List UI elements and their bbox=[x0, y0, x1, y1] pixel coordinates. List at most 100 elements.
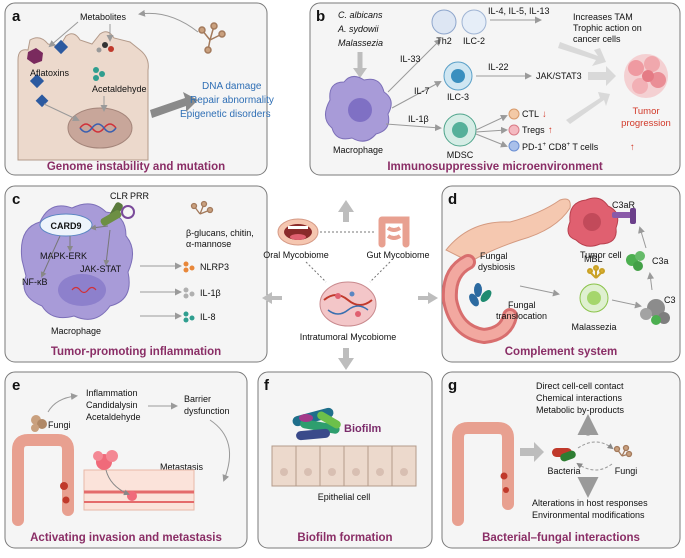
hub-right-arrow bbox=[418, 292, 438, 304]
interaction-direct-contact: Direct cell-cell contact bbox=[536, 381, 624, 391]
pd1-dot-icon bbox=[508, 140, 520, 152]
hub-down-arrow bbox=[338, 348, 354, 370]
hub-left-arrow bbox=[262, 292, 282, 304]
metabolites-to-aflatoxin-arrow bbox=[48, 21, 79, 48]
ctl-arrow bbox=[475, 114, 508, 131]
ligands-line-1: β-glucans, chitin, bbox=[186, 228, 254, 238]
colon-tumor-icon bbox=[60, 482, 70, 504]
oral-tumor-dash bbox=[305, 261, 327, 283]
tam-line-3: cancer cells bbox=[573, 34, 621, 44]
jakstat-label: JAK/STAT3 bbox=[536, 71, 582, 81]
outcome-epigenetic-disorders: Epigenetic disorders bbox=[180, 109, 271, 120]
interaction-metabolic: Metabolic by-products bbox=[536, 405, 625, 415]
tumor-cluster-icon bbox=[624, 54, 668, 98]
pd1-up-arrow: ↑ bbox=[630, 142, 635, 153]
panel-g: g Direct cell-cell contact Chemical inte… bbox=[441, 371, 681, 549]
gut-icon bbox=[378, 216, 410, 248]
panel-b-frame bbox=[309, 2, 681, 176]
fungus-c-albicans: C. albicans bbox=[338, 10, 383, 20]
tumor-progression-line-2: progression bbox=[621, 118, 671, 129]
il1b-dots-icon bbox=[183, 287, 195, 299]
panel-b-letter: b bbox=[316, 8, 325, 25]
macrophage-nucleus bbox=[348, 98, 372, 122]
translocation-line-2: translocation bbox=[496, 311, 547, 321]
tumor-progression-line-1: Tumor bbox=[632, 106, 659, 117]
interaction-chemical: Chemical interactions bbox=[536, 393, 623, 403]
colon-g-tumor-icon bbox=[500, 472, 509, 493]
ilc2-cell bbox=[461, 9, 487, 35]
c3a-to-receptor-arrow bbox=[638, 226, 647, 249]
mapk-label: MAPK-ERK bbox=[40, 251, 87, 261]
dysbiosis-line-2: dysbiosis bbox=[478, 262, 516, 272]
il1b-arrow bbox=[385, 123, 442, 132]
fungi-e-icon bbox=[31, 415, 47, 432]
metastasis-label: Metastasis bbox=[160, 462, 204, 472]
ctl-label: CTL bbox=[522, 109, 539, 119]
pd1-label: PD-1+ CD8+ T cells bbox=[522, 142, 599, 152]
alteration-environment: Environmental modifications bbox=[532, 510, 645, 520]
panel-e: e Fungi Inflammation Candidalysin Acetal… bbox=[4, 371, 248, 549]
dna-icon-c bbox=[71, 286, 97, 294]
c3a-label: C3a bbox=[652, 256, 669, 266]
factor-candidalysin: Candidalysin bbox=[86, 400, 138, 410]
mdsc-nucleus bbox=[452, 122, 468, 138]
panel-g-letter: g bbox=[448, 377, 457, 394]
pancreas-shape bbox=[445, 198, 571, 263]
fungi-g-label: Fungi bbox=[615, 466, 638, 476]
factor-inflammation: Inflammation bbox=[86, 388, 138, 398]
malassezia-to-c3-arrow bbox=[611, 299, 642, 309]
ilc3-label: ILC-3 bbox=[447, 92, 469, 102]
panel-f: f Biofilm Epithelial cell Biofilm format… bbox=[257, 371, 433, 549]
tam-line-1: Increases TAM bbox=[573, 12, 633, 22]
il7-label: IL-7 bbox=[414, 86, 430, 96]
biofilm-label: Biofilm bbox=[344, 423, 381, 435]
colon-to-interaction-arrow bbox=[520, 442, 544, 462]
hub-up-arrow bbox=[338, 200, 354, 222]
intratumoral-tissue-icon bbox=[319, 281, 377, 327]
clr-to-card9-arrow bbox=[90, 224, 109, 231]
translocation-line-1: Fungal bbox=[508, 300, 536, 310]
dna-helix-icon bbox=[79, 123, 117, 133]
pd1-arrow bbox=[475, 133, 508, 148]
il7-arrow bbox=[391, 81, 442, 109]
panel-g-title: Bacterial–fungal interactions bbox=[482, 532, 640, 544]
prr-receptor-icon bbox=[121, 205, 135, 219]
fungus-malassezia: Malassezia bbox=[338, 38, 383, 48]
macrophage-label: Macrophage bbox=[333, 145, 383, 155]
alteration-host: Alterations in host responses bbox=[532, 498, 648, 508]
mdsc-label: MDSC bbox=[447, 150, 474, 160]
panel-c-letter: c bbox=[12, 191, 20, 208]
panel-d-letter: d bbox=[448, 191, 457, 208]
il8-label: IL-8 bbox=[200, 312, 216, 322]
th2-cell bbox=[431, 9, 457, 35]
panel-c-title: Tumor-promoting inflammation bbox=[51, 346, 221, 358]
epithelial-cells-row bbox=[271, 445, 417, 487]
ilc2-label: ILC-2 bbox=[463, 36, 485, 46]
ilc3-nucleus bbox=[451, 69, 465, 83]
gut-mycobiome-label: Gut Mycobiome bbox=[366, 250, 429, 260]
c3-label: C3 bbox=[664, 295, 676, 305]
il8-dots-icon bbox=[183, 311, 195, 323]
metastasis-tissue-icon bbox=[83, 450, 195, 511]
fungi-e-label: Fungi bbox=[48, 420, 71, 430]
clr-receptor-icon bbox=[100, 202, 123, 226]
th2-label: Th2 bbox=[436, 36, 452, 46]
c3ar-label: C3aR bbox=[612, 200, 636, 210]
fungal-cells-icon bbox=[469, 283, 492, 307]
barrier-line-2: dysfunction bbox=[184, 406, 230, 416]
panel-a-title: Genome instability and mutation bbox=[47, 161, 225, 173]
panel-e-title: Activating invasion and metastasis bbox=[30, 532, 222, 544]
malassezia-label: Malassezia bbox=[571, 322, 616, 332]
metabolites-label: Metabolites bbox=[80, 12, 127, 22]
il22-label: IL-22 bbox=[488, 62, 509, 72]
tam-line-2: Trophic action on bbox=[573, 23, 642, 33]
panel-b-title: Immunosuppressive microenvironment bbox=[387, 161, 603, 173]
panel-d-title: Complement system bbox=[505, 346, 617, 358]
oral-mycobiome-label: Oral Mycobiome bbox=[263, 250, 329, 260]
ctl-down-arrow: ↓ bbox=[542, 109, 547, 120]
translocation-arrow bbox=[519, 285, 560, 297]
il33-arrow bbox=[387, 38, 442, 93]
prr-to-jak-arrow bbox=[103, 229, 111, 266]
mouth-icon bbox=[277, 218, 319, 246]
